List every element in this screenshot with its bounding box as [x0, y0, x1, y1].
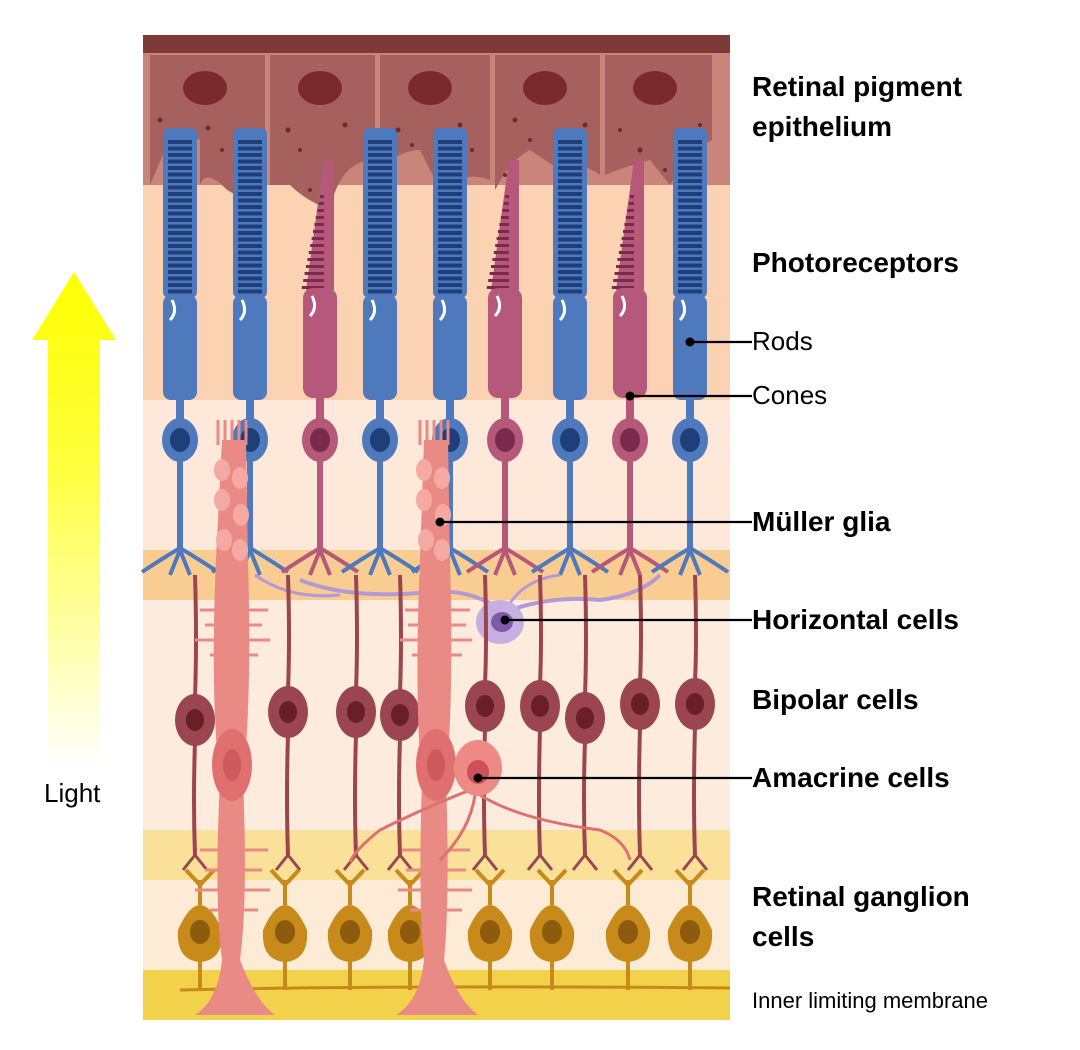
ganglion-cells-group [177, 868, 713, 990]
label-horizontal-cells: Horizontal cells [752, 604, 959, 635]
label-rgc-line2: cells [752, 921, 815, 952]
bipolar-cell [620, 574, 660, 871]
label-amacrine-cells: Amacrine cells [752, 762, 950, 793]
ganglion-cell [605, 868, 651, 990]
label-photoreceptors: Photoreceptors [752, 247, 959, 278]
ganglion-cell [467, 868, 513, 990]
rod-cell [340, 128, 420, 576]
label-rods: Rods [752, 326, 813, 356]
rod-cell [530, 128, 610, 576]
bipolar-cell [520, 574, 560, 871]
ganglion-cell [387, 868, 433, 990]
label-rgc-line1: Retinal ganglion [752, 881, 970, 912]
bipolar-cell [268, 574, 308, 871]
ganglion-cell [327, 868, 373, 990]
bipolar-cell [380, 574, 420, 871]
label-inner-limiting-membrane: Inner limiting membrane [752, 988, 988, 1013]
rod-cell [650, 128, 730, 576]
ganglion-cell [177, 868, 223, 990]
top-border [143, 35, 730, 53]
muller-glia [195, 420, 478, 1015]
bipolar-cell [675, 574, 715, 871]
light-arrow [32, 272, 116, 770]
cone-cell [280, 160, 360, 576]
pointer-dots [435, 337, 695, 783]
label-muller-glia: Müller glia [752, 506, 891, 537]
label-rpe-line1: Retinal pigment [752, 71, 963, 102]
horizontal-cell [254, 573, 662, 644]
label-bipolar-cells: Bipolar cells [752, 684, 919, 715]
label-light: Light [44, 778, 101, 808]
cone-cell [590, 160, 670, 576]
bipolar-cell [175, 574, 215, 871]
rod-cell [410, 128, 490, 576]
rod-cell [140, 128, 220, 576]
bipolar-cell [336, 574, 376, 871]
bipolar-cells-group [175, 574, 715, 871]
leader-lines [440, 340, 752, 780]
label-cones: Cones [752, 380, 828, 410]
photoreceptors-group [140, 128, 730, 576]
cone-cell [465, 160, 545, 576]
label-rpe-line2: epithelium [752, 111, 893, 142]
ganglion-cell [667, 868, 713, 990]
ganglion-cell [529, 868, 575, 990]
ganglion-cell [262, 868, 308, 990]
bipolar-cell [565, 574, 605, 871]
